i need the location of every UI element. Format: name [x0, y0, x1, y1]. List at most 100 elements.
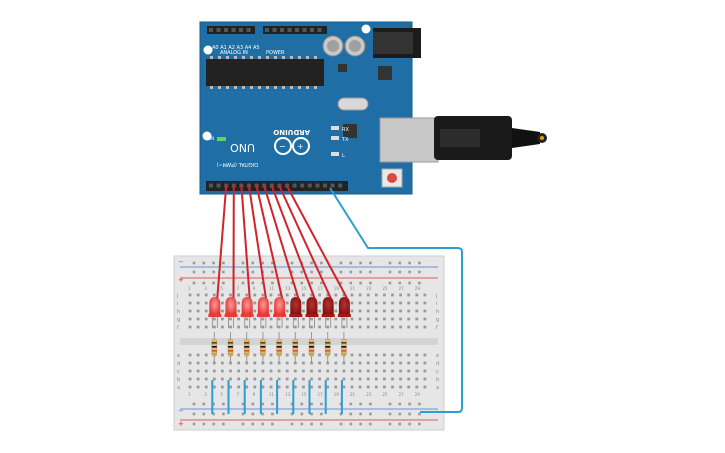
digital-pin[interactable]: [277, 183, 282, 188]
led-array[interactable]: [208, 297, 351, 328]
column-label: 23: [366, 392, 372, 397]
led-unlit[interactable]: [305, 297, 319, 328]
resistor[interactable]: [243, 332, 250, 362]
digital-pin[interactable]: [209, 183, 213, 188]
row-label: d: [177, 361, 180, 367]
digital-pin[interactable]: [269, 183, 274, 188]
reset-button-cap[interactable]: [387, 173, 397, 183]
resistor[interactable]: [341, 332, 347, 362]
column-label: 15: [301, 286, 307, 291]
rail-minus-label: −: [178, 407, 184, 415]
column-label: 5: [220, 392, 223, 397]
analog-pin-labels: A0 A1 A2 A3 A4 A5: [212, 45, 260, 51]
column-label: 17: [318, 286, 324, 291]
arduino-board[interactable]: A0 A1 A2 A3 A4 A5 ANALOG IN POWER RX TX …: [199, 21, 421, 195]
digital-header[interactable]: [206, 181, 348, 191]
analog-pin[interactable]: [246, 28, 251, 32]
signal-wire[interactable]: [286, 185, 348, 299]
led-lit[interactable]: [224, 297, 238, 328]
power-pin[interactable]: [280, 28, 284, 32]
gnd-wire[interactable]: [329, 187, 463, 413]
column-label: 29: [415, 286, 421, 291]
svg-text:−: −: [279, 142, 286, 151]
analog-pin[interactable]: [224, 28, 228, 32]
mounting-hole: [203, 45, 213, 55]
digital-pin[interactable]: [315, 183, 320, 188]
regulator: [378, 66, 392, 80]
signal-wire[interactable]: [255, 185, 284, 299]
row-label: c: [436, 369, 439, 375]
resistor[interactable]: [227, 332, 234, 362]
column-label: 25: [382, 286, 388, 291]
digital-pin[interactable]: [239, 183, 244, 188]
row-label: b: [177, 377, 180, 383]
row-label: a: [177, 385, 180, 391]
led-unlit[interactable]: [289, 297, 303, 328]
digital-pin[interactable]: [224, 183, 229, 188]
analog-pin[interactable]: [209, 28, 213, 32]
rail-minus-label: −: [178, 258, 184, 266]
rail-plus-label: +: [178, 276, 184, 284]
digital-pin[interactable]: [307, 183, 312, 188]
digital-pin[interactable]: [323, 183, 327, 188]
resistor[interactable]: [292, 332, 299, 362]
led-lit[interactable]: [273, 297, 287, 328]
signal-wire[interactable]: [278, 185, 332, 299]
digital-pin[interactable]: [292, 183, 297, 188]
signal-wire[interactable]: [240, 185, 251, 299]
column-label: 27: [399, 286, 405, 291]
digital-pin[interactable]: [338, 183, 343, 188]
row-label: h: [436, 309, 439, 315]
digital-pin[interactable]: [247, 183, 251, 188]
led-unlit[interactable]: [337, 297, 351, 328]
column-label: 19: [334, 286, 340, 291]
analog-pin[interactable]: [239, 28, 243, 32]
digital-pin[interactable]: [262, 183, 267, 188]
signal-wire[interactable]: [248, 185, 267, 299]
led-lit[interactable]: [256, 297, 270, 328]
row-label: i: [436, 301, 437, 307]
analog-header[interactable]: [207, 26, 255, 34]
signal-wire[interactable]: [263, 185, 300, 299]
brand-label: ARDUINO: [273, 128, 310, 136]
power-pin[interactable]: [317, 28, 322, 32]
power-title: POWER: [266, 50, 285, 56]
row-label: f: [436, 325, 438, 331]
resistor[interactable]: [308, 332, 315, 362]
signal-wire[interactable]: [216, 185, 228, 299]
digital-pin[interactable]: [231, 183, 236, 188]
row-label: e: [436, 353, 439, 359]
resistor[interactable]: [211, 332, 218, 362]
power-pin[interactable]: [272, 28, 277, 32]
digital-pin[interactable]: [285, 183, 289, 188]
digital-pin[interactable]: [300, 183, 305, 188]
led-lit[interactable]: [240, 297, 254, 328]
digital-pin[interactable]: [254, 183, 259, 188]
power-pin[interactable]: [302, 28, 307, 32]
analog-title: ANALOG IN: [220, 50, 248, 56]
resistor[interactable]: [276, 332, 282, 362]
led-unlit[interactable]: [321, 297, 335, 328]
led-lit[interactable]: [208, 297, 222, 328]
row-label: d: [436, 361, 439, 367]
signal-wires[interactable]: [216, 185, 348, 299]
resistor[interactable]: [324, 332, 331, 362]
l-led: [331, 152, 339, 156]
analog-pin[interactable]: [216, 28, 221, 32]
breadboard-holes[interactable]: [188, 261, 427, 426]
row-label: g: [436, 317, 439, 323]
digital-pin[interactable]: [330, 183, 335, 188]
resistor[interactable]: [260, 332, 266, 362]
resistor-array[interactable]: [211, 332, 347, 362]
power-pin[interactable]: [310, 28, 314, 32]
signal-wire[interactable]: [270, 185, 316, 299]
power-pin[interactable]: [265, 28, 269, 32]
analog-pin[interactable]: [231, 28, 236, 32]
usb-cable[interactable]: [379, 116, 547, 163]
power-pin[interactable]: [295, 28, 299, 32]
column-label: 1: [188, 392, 191, 397]
digital-pin[interactable]: [216, 183, 221, 188]
power-pin[interactable]: [287, 28, 292, 32]
on-label: ON: [208, 136, 214, 141]
ground-wires[interactable]: [211, 380, 343, 414]
